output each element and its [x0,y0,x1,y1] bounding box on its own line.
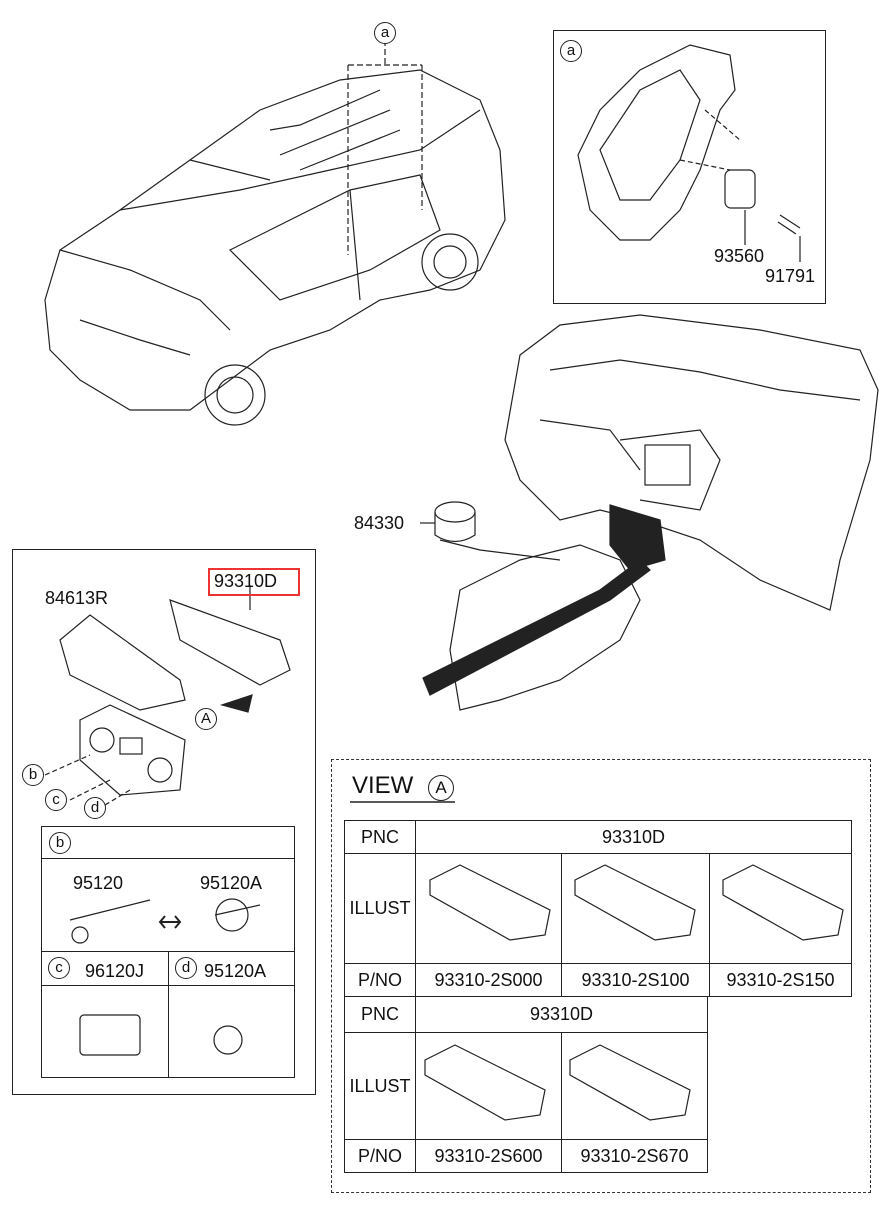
detail-b-label: b [49,832,71,854]
illust-label: ILLUST [344,1032,416,1140]
pno-label: P/NO [344,963,416,997]
part-label-91791[interactable]: 91791 [765,266,816,286]
vehicle-illustration [44,69,506,426]
callout-b[interactable]: b [22,764,44,786]
part-number[interactable]: 93310-2S670 [561,1139,708,1173]
part-number[interactable]: 93310-2S150 [709,963,852,997]
callout-a-top[interactable]: a [374,22,396,44]
callout-a-inset[interactable]: a [560,40,582,62]
illust-cell [415,1032,562,1140]
part-number[interactable]: 93310-2S100 [561,963,710,997]
view-title: VIEW [352,772,414,799]
illust-cell [415,853,562,964]
pno-label: P/NO [344,1139,416,1173]
part-label-84330[interactable]: 84330 [354,513,405,533]
detail-boxes [41,826,295,1078]
pnc-value: 93310D [415,996,708,1033]
divider [41,858,294,859]
illust-cell [561,1032,708,1140]
detail-d-label: d [175,957,197,979]
console-panel-box [12,549,316,1095]
illust-cell [561,853,710,964]
part-label-96120J[interactable]: 96120J [85,961,145,981]
highlight-frame [208,568,300,596]
part-label-95120A-d[interactable]: 95120A [204,961,267,981]
callout-d[interactable]: d [84,797,106,819]
illust-cell [709,853,852,964]
view-a-frame [331,759,871,1193]
view-marker-a[interactable]: A [195,708,217,730]
part-number[interactable]: 93310-2S600 [415,1139,562,1173]
part-number[interactable]: 93310-2S000 [415,963,562,997]
detail-c-label: c [48,957,70,979]
dashboard-illustration [420,314,879,711]
divider [41,951,294,952]
part-label-95120[interactable]: 95120 [73,873,124,893]
part-label-84613R[interactable]: 84613R [45,588,109,608]
pnc-value: 93310D [415,820,852,854]
pnc-label: PNC [344,996,416,1033]
console-panel-illustration [44,585,291,1056]
pnc-label: PNC [344,820,416,854]
parts-table-2: PNC 93310D ILLUST P/NO 93310-2S600 93310… [344,996,708,1173]
parts-table-1: PNC 93310D ILLUST P/NO 93310-2S000 93310… [344,820,852,997]
divider [168,951,169,1077]
part-label-93310D[interactable]: 93310D [214,571,278,591]
inset-box-a [553,30,826,304]
part-label-95120A[interactable]: 95120A [200,873,263,893]
divider [41,985,294,986]
view-title-marker: A [428,775,454,801]
callout-c[interactable]: c [45,789,67,811]
part-label-93560[interactable]: 93560 [714,246,765,266]
inset-pillar-illustration [577,44,801,262]
illust-label: ILLUST [344,853,416,964]
